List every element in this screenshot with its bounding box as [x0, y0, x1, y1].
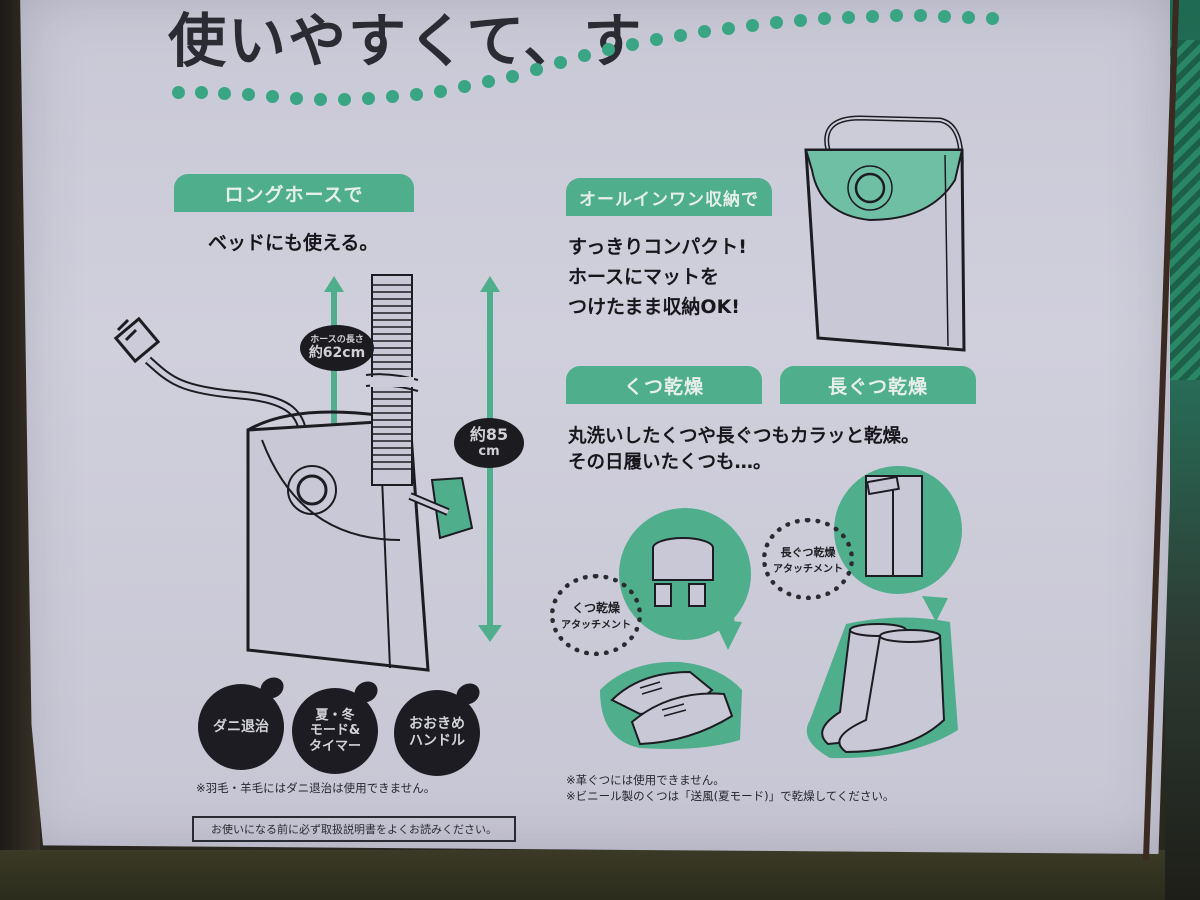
- feature-season-mode-timer: 夏・冬 モード& タイマー: [292, 677, 382, 774]
- tag-long-hose: ロングホースで: [174, 174, 414, 212]
- note-feather-wool: ※羽毛・羊毛にはダニ退治は使用できません。: [196, 781, 436, 795]
- total-height-value: 約85: [469, 425, 509, 445]
- shoe-usage-notes: ※革ぐつには使用できません。 ※ビニール製のくつは「送風(夏モード)」で乾燥して…: [566, 773, 895, 803]
- total-height-unit: cm: [478, 443, 500, 459]
- boot-attachment-label: 長ぐつ乾燥 アタッチメント: [762, 518, 854, 600]
- long-hose-caption: ベッドにも使える。: [208, 232, 379, 254]
- hose-length-bubble: ホースの長さ 約62cm: [300, 325, 374, 371]
- tag-shoe-drying: くつ乾燥: [566, 366, 762, 404]
- shoe-attachment-label: くつ乾燥 アタッチメント: [550, 574, 642, 656]
- tag-boot-drying: 長ぐつ乾燥: [780, 366, 976, 404]
- tag-all-in-one-storage: オールインワン収納で: [566, 178, 772, 216]
- all-in-one-description: すっきりコンパクト! ホースにマットを つけたまま収納OK!: [568, 236, 747, 318]
- feature-large-handle: おおきめ ハンドル: [394, 679, 484, 776]
- hose-length-value: 約62cm: [308, 345, 366, 362]
- feature-mite-removal: ダニ退治: [198, 673, 288, 770]
- background-floor: [0, 850, 1200, 900]
- shoe-drying-description: 丸洗いしたくつや長ぐつもカラッと乾燥。 その日履いたくつも…。: [568, 426, 920, 473]
- total-height-bubble: 約85 cm: [454, 418, 524, 468]
- read-manual-notice: お使いになる前に必ず取扱説明書をよくお読みください。: [192, 816, 516, 842]
- hose-length-label: ホースの長さ: [310, 334, 364, 345]
